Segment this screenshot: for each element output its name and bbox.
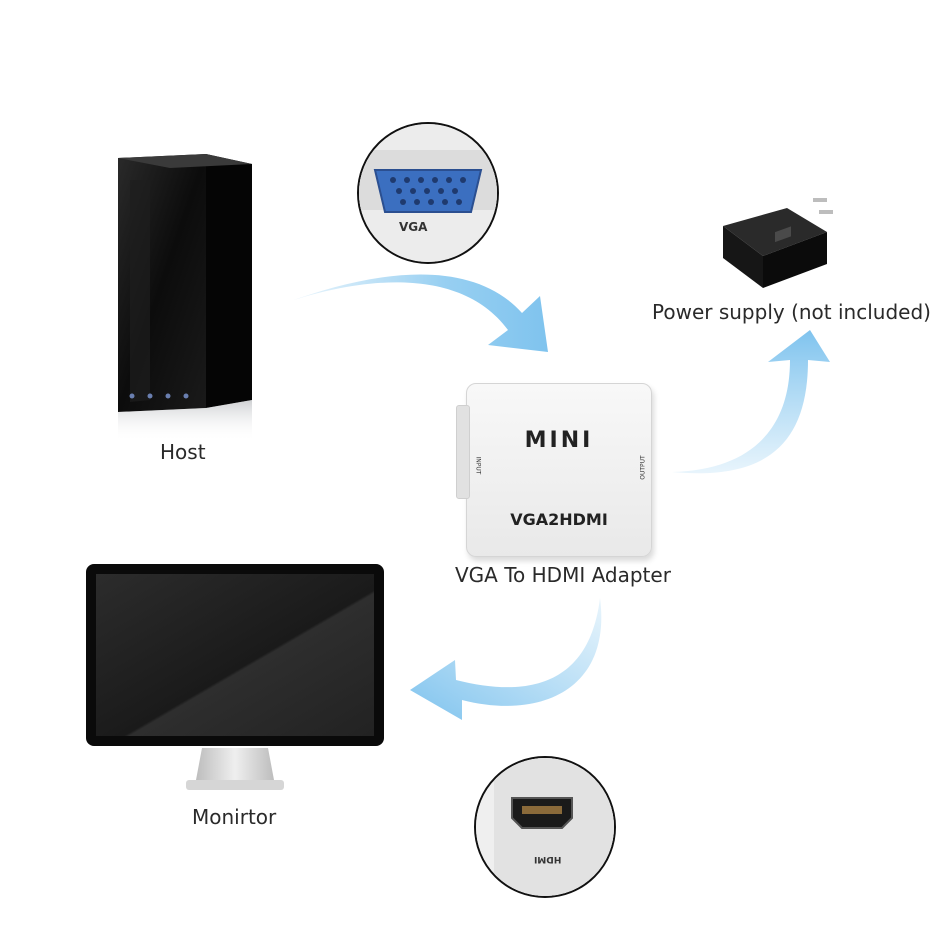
host-pc-tower [118, 154, 252, 442]
monitor-label: Monirtor [192, 805, 277, 829]
adapter-model: VGA2HDMI [510, 510, 608, 529]
arrow-host-to-adapter [288, 274, 548, 352]
hdmi-port-label: HDMI [534, 854, 562, 864]
arrow-adapter-to-power [672, 330, 830, 474]
adapter-label: VGA To HDMI Adapter [455, 563, 671, 587]
vga-port-label: VGA [399, 220, 428, 234]
adapter-brand: MINI [524, 428, 594, 453]
monitor-icon [86, 564, 384, 790]
vga2hdmi-adapter: MINI VGA2HDMI INPUT OUTPUT [466, 383, 652, 557]
power-supply-icon [723, 198, 833, 288]
vga-connector-icon [359, 124, 497, 262]
adapter-input-label: INPUT [474, 456, 482, 475]
vga-port-callout: VGA [357, 122, 499, 264]
arrow-adapter-to-monitor [410, 598, 602, 720]
host-label: Host [160, 440, 206, 464]
hdmi-connector-icon [476, 758, 614, 896]
adapter-vga-side-port [456, 405, 470, 499]
hdmi-port-callout: HDMI [474, 756, 616, 898]
power-supply-label: Power supply (not included) [652, 300, 931, 324]
adapter-output-label: OUTPUT [639, 455, 647, 480]
